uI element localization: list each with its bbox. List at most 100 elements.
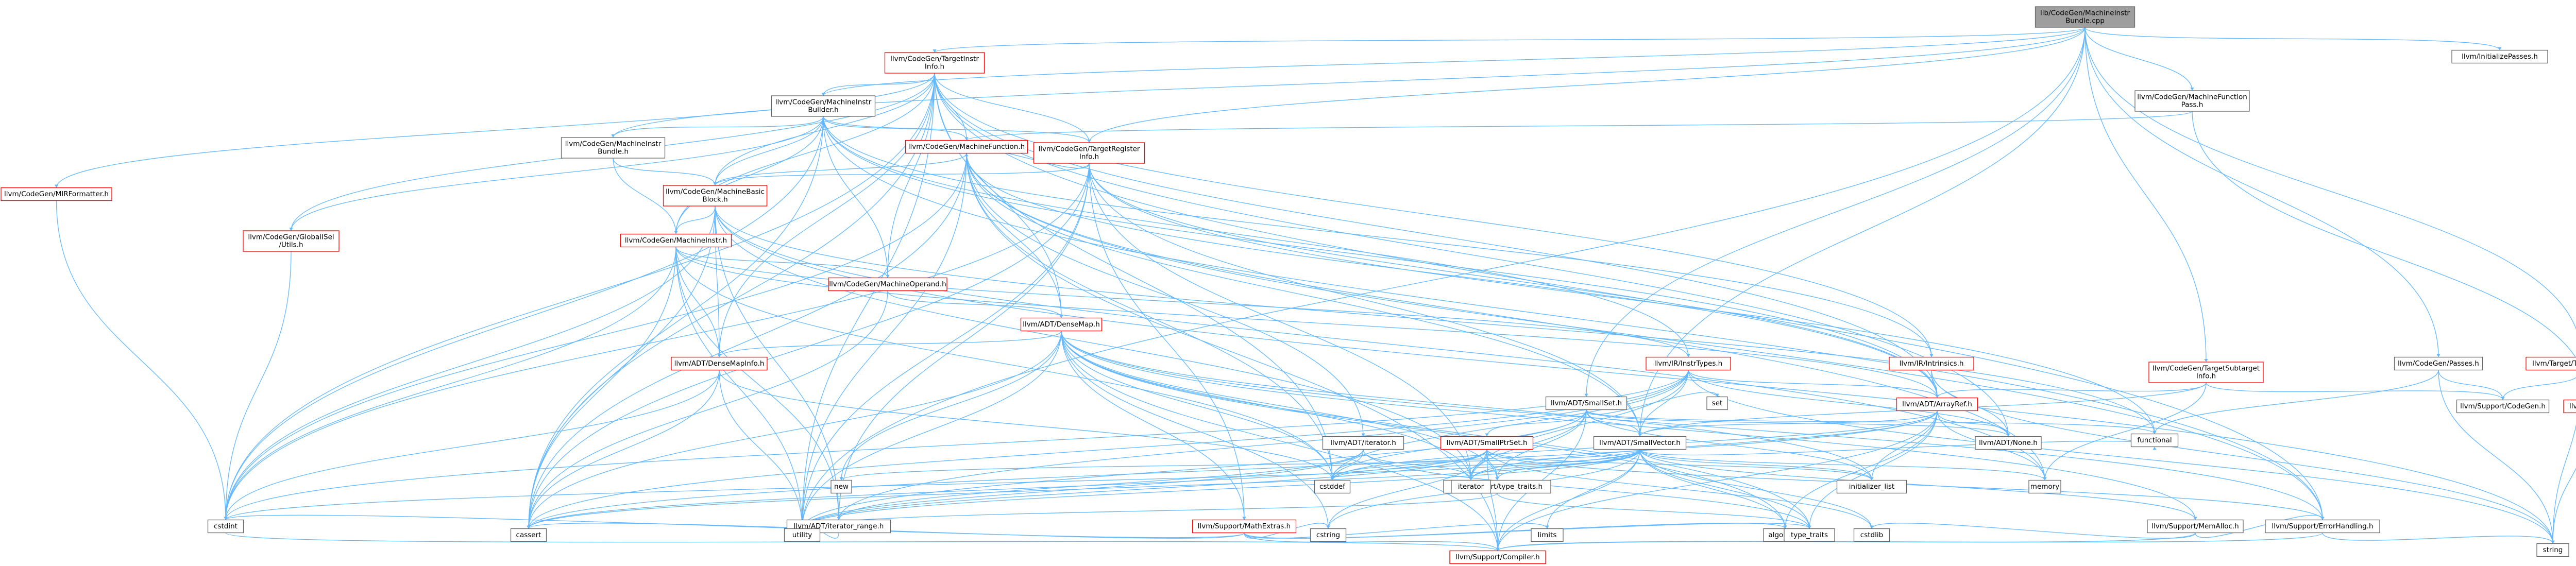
node-set[interactable]: set [1706, 396, 1728, 410]
node-llvm-initializepasses-h[interactable]: llvm/InitializePasses.h [2451, 49, 2548, 64]
edge-mathextras-to-compiler [1244, 533, 1498, 551]
edge-cgpasses-to-string [2438, 370, 2553, 544]
edge-densemap-to-typetraits [1061, 331, 1498, 481]
node-box [620, 233, 732, 248]
edge-arrowhead [839, 477, 843, 481]
node-llvm-adt-smallset-h[interactable]: llvm/ADT/SmallSet.h [1545, 396, 1628, 410]
node-llvm-adt-arrayref-h[interactable]: llvm/ADT/ArrayRef.h [1896, 397, 1978, 411]
edge-mfunc-to-memory [966, 153, 2045, 481]
node-llvm-ir-instrtypes-h[interactable]: llvm/IR/InstrTypes.h [1646, 356, 1731, 371]
node-box [663, 185, 768, 207]
node-cstring[interactable]: cstring [1310, 528, 1347, 542]
node-label: llvm/CodeGen/TargetSubtarget [2153, 365, 2260, 373]
edge-arrayref-to-iterator [1470, 410, 1938, 481]
node-llvm-support-mathextras-h[interactable]: llvm/Support/MathExtras.h [1192, 519, 1297, 534]
edge-insttypes-to-smallvector [1639, 370, 1689, 437]
node-iterator[interactable]: iterator [1451, 479, 1491, 494]
edge-mbuilder-to-gisel [291, 116, 824, 231]
node-memory[interactable]: memory [2028, 479, 2061, 494]
edge-tii-to-cstddef [934, 73, 1333, 481]
edge-smallset-to-smallptrset [1486, 409, 1587, 437]
node-llvm-adt-iterator-h[interactable]: llvm/ADT/iterator.h [1322, 436, 1404, 450]
node-label: Bundle.h [598, 148, 629, 156]
node-llvm-codegen-machineoperand-h[interactable]: llvm/CodeGen/MachineOperand.h [828, 277, 947, 291]
edge-minstr-to-arrayref [675, 247, 1938, 398]
edge-arrayref-to-initlist [1871, 410, 1938, 481]
node-limits[interactable]: limits [1531, 528, 1564, 542]
edge-root-to-mibundle [613, 27, 2086, 138]
node-label: Info.h [2196, 372, 2216, 381]
edge-tm-to-supcodegen [2502, 377, 2576, 400]
edge-mbb-to-cassert [528, 205, 716, 529]
node-llvm-support-memalloc-h[interactable]: llvm/Support/MemAlloc.h [2147, 519, 2244, 534]
node-llvm-codegen-mirformatter-h[interactable]: llvm/CodeGen/MIRFormatter.h [1, 187, 112, 201]
edge-densemapinfo-to-cstddef [719, 370, 1333, 481]
node-cstdint[interactable]: cstdint [207, 519, 244, 534]
edge-smallvector-to-limits [1547, 449, 1640, 529]
node-label: llvm/ADT/ArrayRef.h [1902, 400, 1972, 408]
node-llvm-support-codegen-h[interactable]: llvm/Support/CodeGen.h [2456, 399, 2550, 414]
edge-mbuilder-to-mibundle [613, 116, 824, 138]
edge-smallvector-to-functional [1639, 440, 2155, 456]
node-llvm-adt-smallptrset-h[interactable]: llvm/ADT/SmallPtrSet.h [1440, 436, 1534, 450]
node-box [2526, 356, 2576, 371]
node-box [1451, 479, 1491, 494]
node-llvm-adt-none-h[interactable]: llvm/ADT/None.h [1975, 436, 2042, 450]
edge-smallvector-to-cassert [528, 449, 1640, 529]
node-box [1449, 550, 1546, 564]
edge-mfunc-to-densemap [966, 153, 1062, 318]
edge-adtiterator-to-iterator [1363, 449, 1471, 481]
edge-smallvector-to-algorithm [1639, 449, 1786, 529]
node-llvm-adt-smallvector-h[interactable]: llvm/ADT/SmallVector.h [1593, 436, 1687, 450]
node-type-traits[interactable]: type_traits [1784, 528, 1835, 542]
node-box [1314, 479, 1351, 494]
edge-arrowhead [1242, 517, 1246, 520]
node-llvm-target-targetmachine-h[interactable]: llvm/Target/TargetMachine.h [2526, 356, 2576, 371]
node-box [2134, 90, 2250, 112]
node-llvm-codegen-globalisel-utils-h[interactable]: llvm/CodeGen/GlobalISel/Utils.h [243, 230, 340, 252]
node-label: llvm/CodeGen/MachineInstr [775, 98, 872, 107]
edge-minstr-to-cstdint [225, 247, 676, 520]
node-label: llvm/IR/InstrTypes.h [1654, 359, 1722, 368]
node-label: Builder.h [808, 106, 838, 114]
node-initializer-list[interactable]: initializer_list [1836, 479, 1907, 494]
edge-mathextras-to-algorithm [1244, 523, 1786, 539]
node-llvm-support-errorhandling-h[interactable]: llvm/Support/ErrorHandling.h [2265, 519, 2380, 534]
node-box [1784, 528, 1835, 542]
edge-tri-to-mathextras [1089, 163, 1245, 520]
node-new[interactable]: new [831, 479, 852, 494]
node-cstdlib[interactable]: cstdlib [1853, 528, 1890, 542]
node-llvm-codegen-machinefunction-h[interactable]: llvm/CodeGen/MachineFunction.h [905, 140, 1028, 154]
edge-smallptrset-to-utility [802, 449, 1487, 529]
node-cassert[interactable]: cassert [510, 528, 547, 542]
edge-minstr-to-insttypes [675, 247, 1689, 357]
node-cstddef[interactable]: cstddef [1314, 479, 1351, 494]
node-llvm-support-compiler-h[interactable]: llvm/Support/Compiler.h [1449, 550, 1546, 564]
edge-smallvector-to-initlist [1639, 449, 1872, 481]
node-llvm-adt-densemap-h[interactable]: llvm/ADT/DenseMap.h [1020, 317, 1103, 332]
edge-adtiterator-to-cstddef [1332, 449, 1364, 481]
node-functional[interactable]: functional [2130, 433, 2179, 448]
node-label: llvm/InitializePasses.h [2462, 53, 2538, 61]
node-box [2451, 49, 2548, 64]
node-llvm-ir-intrinsics-h[interactable]: llvm/IR/Intrinsics.h [1889, 356, 1974, 371]
node-box [2035, 6, 2136, 28]
node-llvm-codegen-passes-h[interactable]: llvm/CodeGen/Passes.h [2394, 356, 2483, 371]
node-string[interactable]: string [2536, 543, 2569, 557]
node-llvm-codegen-machineinstr-h[interactable]: llvm/CodeGen/MachineInstr.h [620, 233, 732, 248]
node-llvm-pass-h[interactable]: llvm/Pass.h [2563, 399, 2576, 414]
node-llvm-adt-densemapinfo-h[interactable]: llvm/ADT/DenseMapInfo.h [671, 356, 768, 371]
node-utility[interactable]: utility [784, 528, 821, 542]
node-label: llvm/CodeGen/GlobalISel [248, 233, 334, 242]
edge-arrowhead [224, 517, 228, 520]
node-box [1706, 396, 1728, 410]
